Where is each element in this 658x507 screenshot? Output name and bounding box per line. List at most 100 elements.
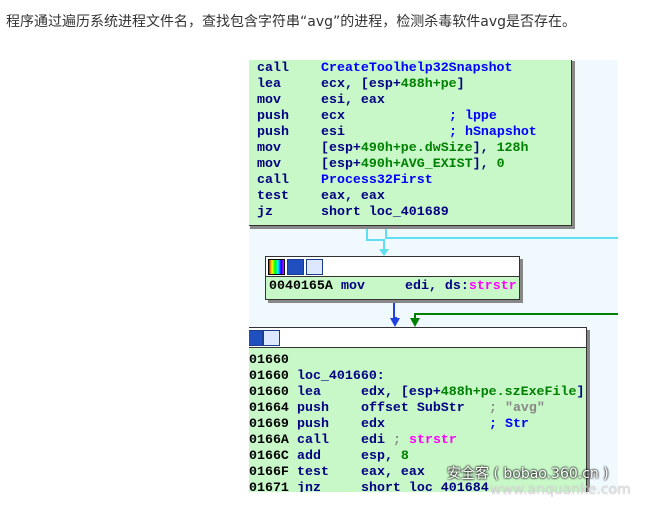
instruction-row: 0040165A mov edi, ds:strstr: [266, 278, 519, 294]
operand-part: Process32First: [321, 172, 433, 187]
mnemonic: lea: [297, 384, 321, 399]
mnemonic: jnz: [297, 480, 321, 492]
address: 0166C: [249, 448, 289, 463]
operand: edi: [361, 432, 385, 448]
instruction-row: 0166C add esp, 8: [249, 448, 586, 464]
operand-part: short loc_401684: [361, 480, 489, 492]
operand-part: 8: [400, 448, 409, 463]
mnemonic: mov: [341, 278, 365, 293]
operand: short loc_401684: [361, 480, 489, 492]
graph-edges: [366, 224, 618, 327]
operand-part: ]: [456, 76, 465, 91]
graph-view-icon[interactable]: [306, 259, 323, 275]
operand: offset SubStr: [361, 400, 465, 416]
operand: edi, ds:strstr: [405, 278, 517, 294]
operand-part: offset SubStr: [361, 400, 465, 415]
operand-part: esp,: [361, 448, 401, 463]
operand-part: [esp+: [321, 140, 361, 155]
comment: ; lppe: [449, 108, 497, 123]
comment: ; Str: [489, 416, 529, 431]
address: 01669: [249, 416, 289, 431]
instruction-row: mov [esp+490h+AVG_EXIST], 0: [249, 156, 571, 172]
operand: eax, eax: [321, 188, 385, 204]
mnemonic: mov: [257, 140, 281, 155]
operand: edx, [esp+488h+pe.szExeFile]: [361, 384, 584, 400]
comment: ; "avg": [489, 400, 545, 415]
operand-part: ],: [472, 156, 497, 171]
edit-pencil-icon[interactable]: [249, 330, 263, 346]
operand-part: short loc_401689: [321, 204, 449, 219]
operand: [esp+490h+AVG_EXIST], 0: [321, 156, 505, 172]
operand-part: 128h: [496, 140, 529, 155]
operand-part: ecx, [esp+: [321, 76, 401, 91]
instruction-row: lea ecx, [esp+488h+pe]: [249, 76, 571, 92]
operand-part: ]: [576, 384, 585, 399]
operand-part: ecx: [321, 108, 345, 123]
edge-cyan-1: [366, 224, 385, 252]
operand: edx: [361, 416, 385, 432]
address: 0166F: [249, 464, 289, 479]
address: 01660: [249, 352, 289, 367]
arrow-blue: [390, 318, 400, 327]
edge-cyan-2: [385, 224, 618, 239]
operand-part: 490h+AVG_EXIST: [360, 156, 473, 171]
color-palette-icon[interactable]: [268, 259, 285, 275]
arrow-green: [410, 318, 420, 327]
edge-green: [414, 313, 618, 325]
operand-part: 488h+pe.szExeFile: [440, 384, 577, 399]
operand-part: 490h+pe.dwSize: [360, 140, 473, 155]
edit-pencil-icon[interactable]: [287, 259, 304, 275]
arrow-cyan: [379, 249, 389, 256]
mnemonic: call: [257, 60, 289, 75]
operand-text: edi, ds:: [405, 278, 469, 293]
watermark: 安全客 ( bobao.360.cn ): [447, 466, 609, 482]
watermark-url: www.anquanke.com: [490, 482, 631, 498]
operand: CreateToolhelp32Snapshot: [321, 60, 513, 76]
operand: esi, eax: [321, 92, 385, 108]
operand-part: eax, eax: [321, 188, 385, 203]
instruction-row: mov [esp+490h+pe.dwSize], 128h: [249, 140, 571, 156]
address: 01664: [249, 400, 289, 415]
operand: short loc_401689: [321, 204, 449, 220]
function-name: strstr: [468, 278, 517, 293]
operand-part: edx: [361, 416, 385, 431]
ida-graph-view[interactable]: call CreateToolhelp32Snapshot lea ecx, [esp…: [249, 60, 618, 492]
block-load-strstr[interactable]: 0040165A mov edi, ds:strstr: [265, 256, 520, 300]
mnemonic: add: [297, 448, 321, 463]
operand-part: 488h+pe: [400, 76, 457, 91]
comment: ; hSnapshot: [449, 124, 537, 139]
graph-view-icon[interactable]: [263, 330, 280, 346]
operand: [esp+490h+pe.dwSize], 128h: [321, 140, 529, 156]
instruction-row: call CreateToolhelp32Snapshot: [249, 60, 571, 76]
operand: ecx: [321, 108, 345, 124]
operand-part: 0: [496, 156, 505, 171]
block-create-snapshot[interactable]: call CreateToolhelp32Snapshot lea ecx, [esp…: [249, 60, 572, 226]
instruction-row: 0166F test eax, eax: [249, 464, 586, 480]
mnemonic: test: [297, 464, 329, 479]
instruction-row: push ecx ; lppe: [249, 108, 571, 124]
mnemonic: loc_401660:: [297, 368, 385, 383]
address: 0040165A: [269, 278, 333, 293]
operand-part: esi, eax: [321, 92, 385, 107]
operand-part: eax, eax: [361, 464, 425, 479]
mnemonic: push: [257, 108, 289, 123]
operand: esp, 8: [361, 448, 409, 464]
function-name: strstr: [409, 432, 457, 447]
mnemonic: call: [297, 432, 329, 447]
operand-part: edx, [esp+: [361, 384, 441, 399]
caption: 程序通过遍历系统进程文件名，查找包含字符串“avg”的进程，检测杀毒软件avg是…: [6, 14, 577, 30]
mnemonic: lea: [257, 76, 281, 91]
mnemonic: mov: [257, 156, 281, 171]
